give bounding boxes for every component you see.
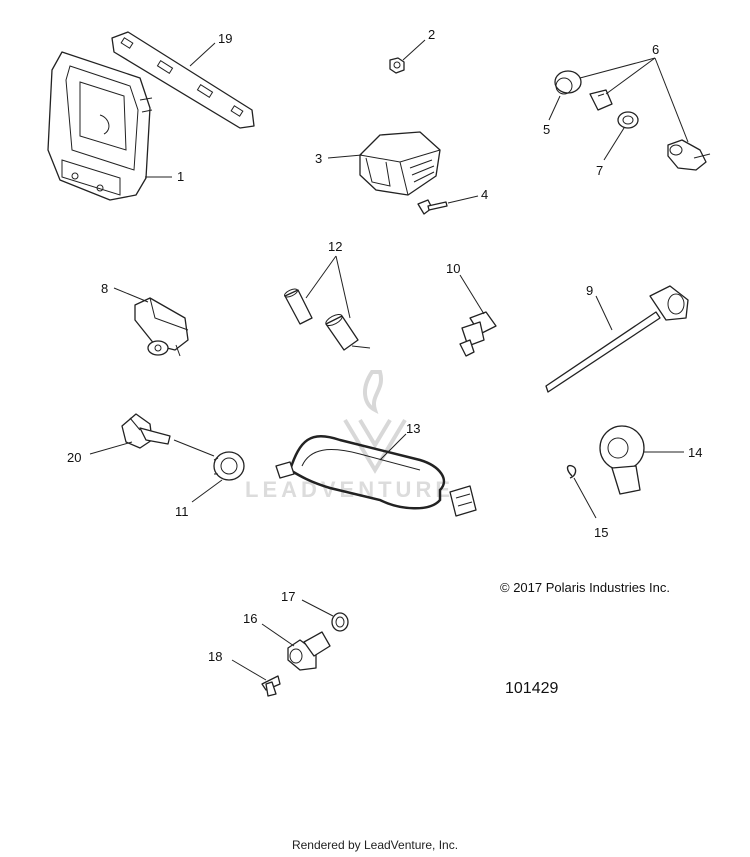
copyright-notice: © 2017 Polaris Industries Inc. xyxy=(500,580,670,595)
part-knock-sensor[interactable] xyxy=(599,425,645,495)
callout-6: 6 xyxy=(652,42,659,57)
leadventure-watermark: LEADVENTURE xyxy=(245,370,454,502)
part-seal[interactable] xyxy=(213,451,245,481)
part-sensor-6[interactable] xyxy=(667,139,711,171)
part-temp-sensor[interactable] xyxy=(459,311,497,357)
part-screw-18[interactable] xyxy=(261,675,281,697)
callout-3: 3 xyxy=(315,151,322,166)
part-harness[interactable] xyxy=(275,435,477,517)
part-bracket[interactable] xyxy=(111,31,255,129)
part-elbow-sensor[interactable] xyxy=(287,631,331,671)
part-nut[interactable] xyxy=(389,57,405,74)
part-map-sensor[interactable] xyxy=(134,297,189,357)
part-cap[interactable] xyxy=(554,70,582,95)
callout-14: 14 xyxy=(688,445,702,460)
part-o-ring[interactable] xyxy=(331,612,349,632)
callout-10: 10 xyxy=(446,261,460,276)
part-sensor-20[interactable] xyxy=(121,413,171,449)
callout-11: 11 xyxy=(175,504,189,519)
part-connector-12a[interactable] xyxy=(283,287,313,325)
callout-9: 9 xyxy=(586,283,593,298)
callout-20: 20 xyxy=(67,450,81,465)
callout-1: 1 xyxy=(177,169,184,184)
callout-5: 5 xyxy=(543,122,550,137)
part-grommet[interactable] xyxy=(617,111,639,129)
callout-15: 15 xyxy=(594,525,608,540)
part-clip[interactable] xyxy=(589,89,613,111)
callout-4: 4 xyxy=(481,187,488,202)
callout-19: 19 xyxy=(218,31,232,46)
part-connector-12b[interactable] xyxy=(324,312,371,351)
callout-13: 13 xyxy=(406,421,420,436)
part-ecu[interactable] xyxy=(47,51,153,201)
part-control-module[interactable] xyxy=(359,131,441,196)
callout-18: 18 xyxy=(208,649,222,664)
callout-8: 8 xyxy=(101,281,108,296)
watermark-text: LEADVENTURE xyxy=(245,477,454,502)
callout-16: 16 xyxy=(243,611,257,626)
callout-7: 7 xyxy=(596,163,603,178)
part-probe[interactable] xyxy=(545,285,689,393)
callout-17: 17 xyxy=(281,589,295,604)
callout-12: 12 xyxy=(328,239,342,254)
rendered-by-footer: Rendered by LeadVenture, Inc. xyxy=(291,838,459,852)
callout-2: 2 xyxy=(428,27,435,42)
diagram-reference-number: 101429 xyxy=(505,680,559,697)
part-retainer-clip[interactable] xyxy=(566,464,577,479)
part-screw-4[interactable] xyxy=(417,199,448,215)
